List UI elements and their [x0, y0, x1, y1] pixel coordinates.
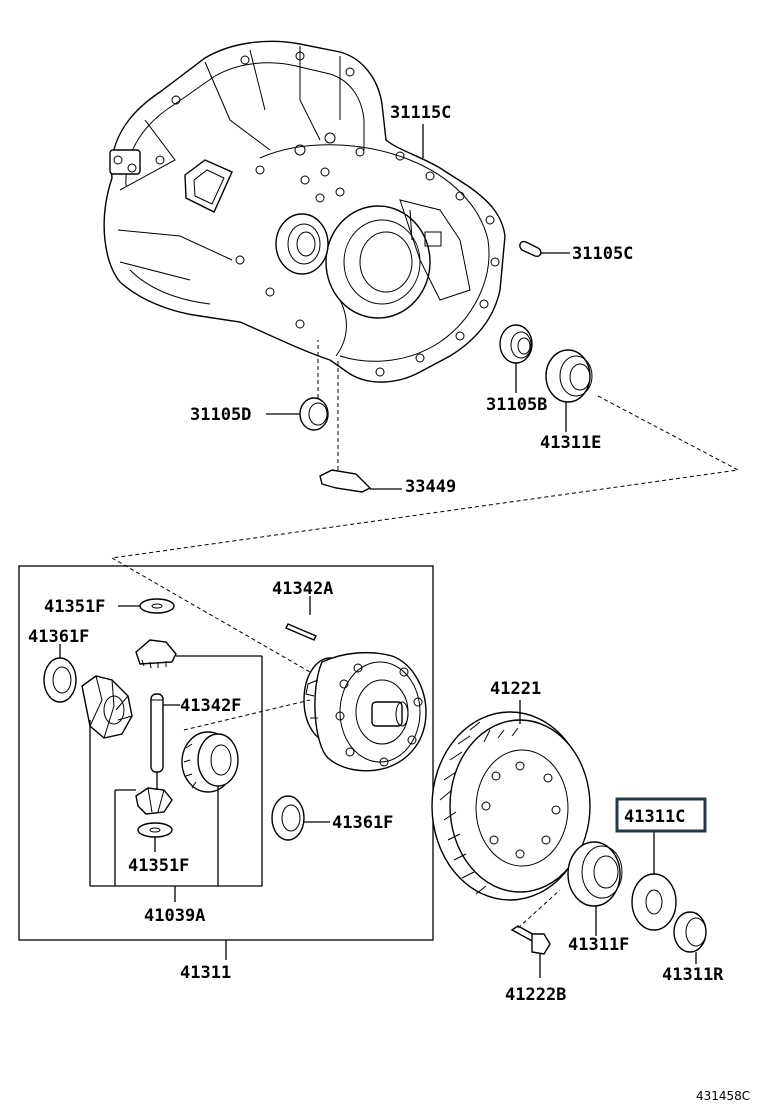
label-31105C[interactable]: 31105C: [572, 244, 633, 264]
pinion-gear-bottom: [135, 787, 173, 815]
bearing-41311E: [545, 349, 593, 432]
side-gear-right: [181, 731, 239, 793]
washer-41351F-top: [118, 598, 175, 614]
bearing-41311R: [673, 911, 707, 964]
label-41311C[interactable]: 41311C: [624, 807, 685, 827]
assembly-dashed-link: [111, 395, 740, 559]
plate-33449: [319, 360, 402, 493]
bolt-41222B: [510, 889, 561, 978]
label-31115C[interactable]: 31115C: [390, 103, 451, 123]
label-41351F-top[interactable]: 41351F: [44, 597, 105, 617]
dashed-to-case: [111, 557, 311, 673]
shaft-41342F: [150, 693, 180, 773]
label-41342F[interactable]: 41342F: [180, 696, 241, 716]
differential-case: [303, 651, 427, 772]
pinion-gear-top: [135, 639, 177, 669]
pin-41342A: [285, 596, 317, 641]
washer-41351F-bottom: [137, 822, 173, 852]
side-gear-left: [81, 675, 133, 739]
bearing-41311F: [567, 841, 623, 936]
label-41342A[interactable]: 41342A: [272, 579, 333, 599]
label-41222B[interactable]: 41222B: [505, 985, 566, 1005]
diagram-code: 431458C: [696, 1089, 750, 1103]
label-33449[interactable]: 33449: [405, 477, 456, 497]
label-41221[interactable]: 41221: [490, 679, 541, 699]
washer-41361F-right: [271, 795, 330, 841]
bracket-41039A: [89, 655, 263, 902]
label-41039A[interactable]: 41039A: [144, 906, 205, 926]
washer-41361F-left: [43, 644, 77, 703]
highlight-41311C: [615, 797, 707, 833]
label-41311F[interactable]: 41311F: [568, 935, 629, 955]
seal-31105D: [266, 340, 329, 431]
label-41361F-right[interactable]: 41361F: [332, 813, 393, 833]
label-41311E[interactable]: 41311E: [540, 433, 601, 453]
seal-31105B: [499, 324, 533, 393]
label-41351F-bottom[interactable]: 41351F: [128, 856, 189, 876]
label-41311[interactable]: 41311: [180, 963, 231, 983]
transaxle-housing: [103, 40, 506, 383]
label-41311R[interactable]: 41311R: [662, 965, 724, 985]
shim-41311C: [631, 832, 677, 931]
ring-gear-41221: [431, 700, 591, 901]
pin-31105C: [519, 240, 570, 258]
label-31105D[interactable]: 31105D: [190, 405, 251, 425]
label-41361F-left[interactable]: 41361F: [28, 627, 89, 647]
dashed-shaft-to-case: [183, 699, 311, 731]
label-31105B[interactable]: 31105B: [486, 395, 547, 415]
